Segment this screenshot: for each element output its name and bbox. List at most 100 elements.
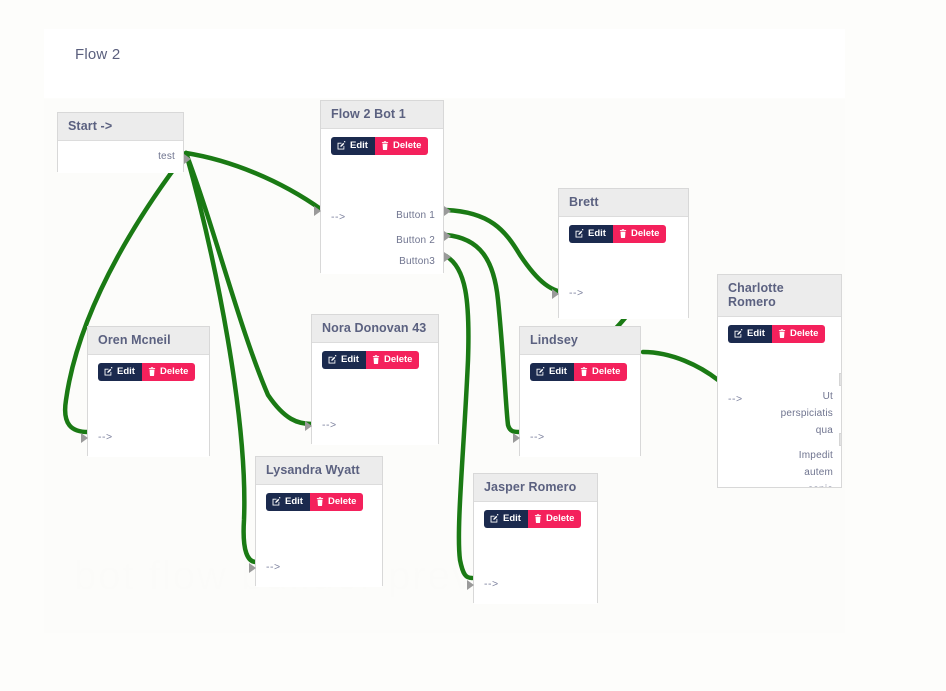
output-port-line-2[interactable]: perspiciatis xyxy=(780,408,833,419)
delete-button-label: Delete xyxy=(159,366,189,377)
edit-button[interactable]: Edit xyxy=(530,363,574,381)
node-flow-2-bot-1[interactable]: Flow 2 Bot 1 Edit Delete xyxy=(314,100,451,274)
pencil-square-icon xyxy=(734,329,743,338)
node-body: test xyxy=(58,141,183,173)
input-port[interactable]: --> xyxy=(728,393,743,405)
node-nora-donovan-43[interactable]: Nora Donovan 43 Edit Delete xyxy=(305,314,439,445)
input-port-marker[interactable] xyxy=(717,381,718,391)
input-port-marker[interactable] xyxy=(552,289,559,299)
output-port-marker-3[interactable] xyxy=(444,252,451,262)
node-title: Jasper Romero xyxy=(474,474,597,502)
node-oren-mcneil[interactable]: Oren Mcneil Edit Delete xyxy=(81,326,210,457)
edit-button[interactable]: Edit xyxy=(484,510,528,528)
flow-header-panel: Flow 2 xyxy=(44,29,845,98)
delete-button[interactable]: Delete xyxy=(374,137,429,155)
node-action-buttons: Edit Delete xyxy=(718,317,841,343)
input-port[interactable]: --> xyxy=(569,287,584,299)
input-port[interactable]: --> xyxy=(266,561,281,573)
output-port-line-1[interactable]: Ut xyxy=(822,391,833,402)
node-action-buttons: Edit Delete xyxy=(256,485,382,511)
node-start[interactable]: Start -> test xyxy=(57,112,191,173)
output-port-line-6[interactable]: sapie xyxy=(808,484,833,487)
output-port-marker[interactable] xyxy=(184,154,191,164)
input-port[interactable]: --> xyxy=(484,578,499,590)
edit-button-label: Edit xyxy=(549,366,567,377)
output-port-line-4[interactable]: Impedit xyxy=(798,450,833,461)
edit-button-label: Edit xyxy=(350,140,368,151)
node-action-buttons: Edit Delete xyxy=(474,502,597,528)
node-action-buttons: Edit Delete xyxy=(312,343,438,369)
node-action-buttons: Edit Delete xyxy=(559,217,688,243)
edit-button-label: Edit xyxy=(503,513,521,524)
delete-button-label: Delete xyxy=(392,140,422,151)
node-title: Brett xyxy=(559,189,688,217)
edit-button[interactable]: Edit xyxy=(569,225,613,243)
input-port[interactable]: --> xyxy=(530,431,545,443)
node-jasper-romero[interactable]: Jasper Romero Edit Delete xyxy=(467,473,598,604)
delete-button[interactable]: Delete xyxy=(527,510,582,528)
input-port[interactable]: --> xyxy=(322,419,337,431)
output-port-button-3[interactable]: Button3 xyxy=(399,256,435,267)
node-body: Edit Delete --> xyxy=(88,355,209,457)
edit-button-label: Edit xyxy=(341,354,359,365)
input-port-marker[interactable] xyxy=(305,421,312,431)
trash-icon xyxy=(619,229,627,239)
node-action-buttons: Edit Delete xyxy=(520,355,640,381)
output-port-tab-2[interactable] xyxy=(839,433,841,446)
output-port-button-2[interactable]: Button 2 xyxy=(396,235,435,246)
node-body: Edit Delete --> Ut perspiciatis qua Impe… xyxy=(718,317,841,487)
output-port-line-5[interactable]: autem xyxy=(804,467,833,478)
output-port-test[interactable]: test xyxy=(158,151,175,162)
input-port-marker[interactable] xyxy=(249,563,256,573)
node-lindsey[interactable]: Lindsey Edit Delete --> xyxy=(513,326,641,457)
pencil-square-icon xyxy=(536,367,545,376)
delete-button[interactable]: Delete xyxy=(365,351,420,369)
trash-icon xyxy=(148,367,156,377)
delete-button-label: Delete xyxy=(591,366,621,377)
delete-button[interactable]: Delete xyxy=(612,225,667,243)
edit-button[interactable]: Edit xyxy=(98,363,142,381)
delete-button[interactable]: Delete xyxy=(309,493,364,511)
node-charlotte-romero[interactable]: Charlotte Romero Edit Delete xyxy=(717,274,842,488)
input-port[interactable]: --> xyxy=(331,211,346,223)
edit-button[interactable]: Edit xyxy=(322,351,366,369)
output-port-marker-2[interactable] xyxy=(444,231,451,241)
input-port-marker[interactable] xyxy=(81,433,88,443)
delete-button-label: Delete xyxy=(630,228,660,239)
node-brett[interactable]: Brett Edit Delete --> xyxy=(552,188,689,319)
delete-button[interactable]: Delete xyxy=(771,325,826,343)
node-body: Edit Delete --> xyxy=(256,485,382,587)
input-port[interactable]: --> xyxy=(98,431,113,443)
edit-button[interactable]: Edit xyxy=(331,137,375,155)
page-title: Flow 2 xyxy=(75,46,121,63)
edit-button-label: Edit xyxy=(117,366,135,377)
node-body: Edit Delete --> xyxy=(312,343,438,445)
node-title: Lysandra Wyatt xyxy=(256,457,382,485)
node-title: Charlotte Romero xyxy=(718,275,841,317)
node-title: Start -> xyxy=(58,113,183,141)
delete-button[interactable]: Delete xyxy=(573,363,628,381)
node-body: Edit Delete --> xyxy=(520,355,640,457)
input-port-marker[interactable] xyxy=(314,206,321,216)
canvas-watermark: bot flow builder preview xyxy=(74,554,540,598)
delete-button-label: Delete xyxy=(383,354,413,365)
input-port-marker[interactable] xyxy=(513,433,520,443)
delete-button-label: Delete xyxy=(545,513,575,524)
edit-button-label: Edit xyxy=(588,228,606,239)
trash-icon xyxy=(580,367,588,377)
input-port-marker[interactable] xyxy=(467,580,474,590)
pencil-square-icon xyxy=(575,229,584,238)
node-action-buttons: Edit Delete xyxy=(321,129,443,155)
node-title: Lindsey xyxy=(520,327,640,355)
node-title: Nora Donovan 43 xyxy=(312,315,438,343)
node-action-buttons: Edit Delete xyxy=(88,355,209,381)
delete-button-label: Delete xyxy=(327,496,357,507)
output-port-line-3[interactable]: qua xyxy=(815,425,833,436)
edit-button[interactable]: Edit xyxy=(266,493,310,511)
edit-button[interactable]: Edit xyxy=(728,325,772,343)
delete-button[interactable]: Delete xyxy=(141,363,196,381)
output-port-marker-1[interactable] xyxy=(444,206,451,216)
node-lysandra-wyatt[interactable]: Lysandra Wyatt Edit Delete xyxy=(249,456,383,587)
output-port-tab-1[interactable] xyxy=(839,373,841,386)
output-port-button-1[interactable]: Button 1 xyxy=(396,210,435,221)
